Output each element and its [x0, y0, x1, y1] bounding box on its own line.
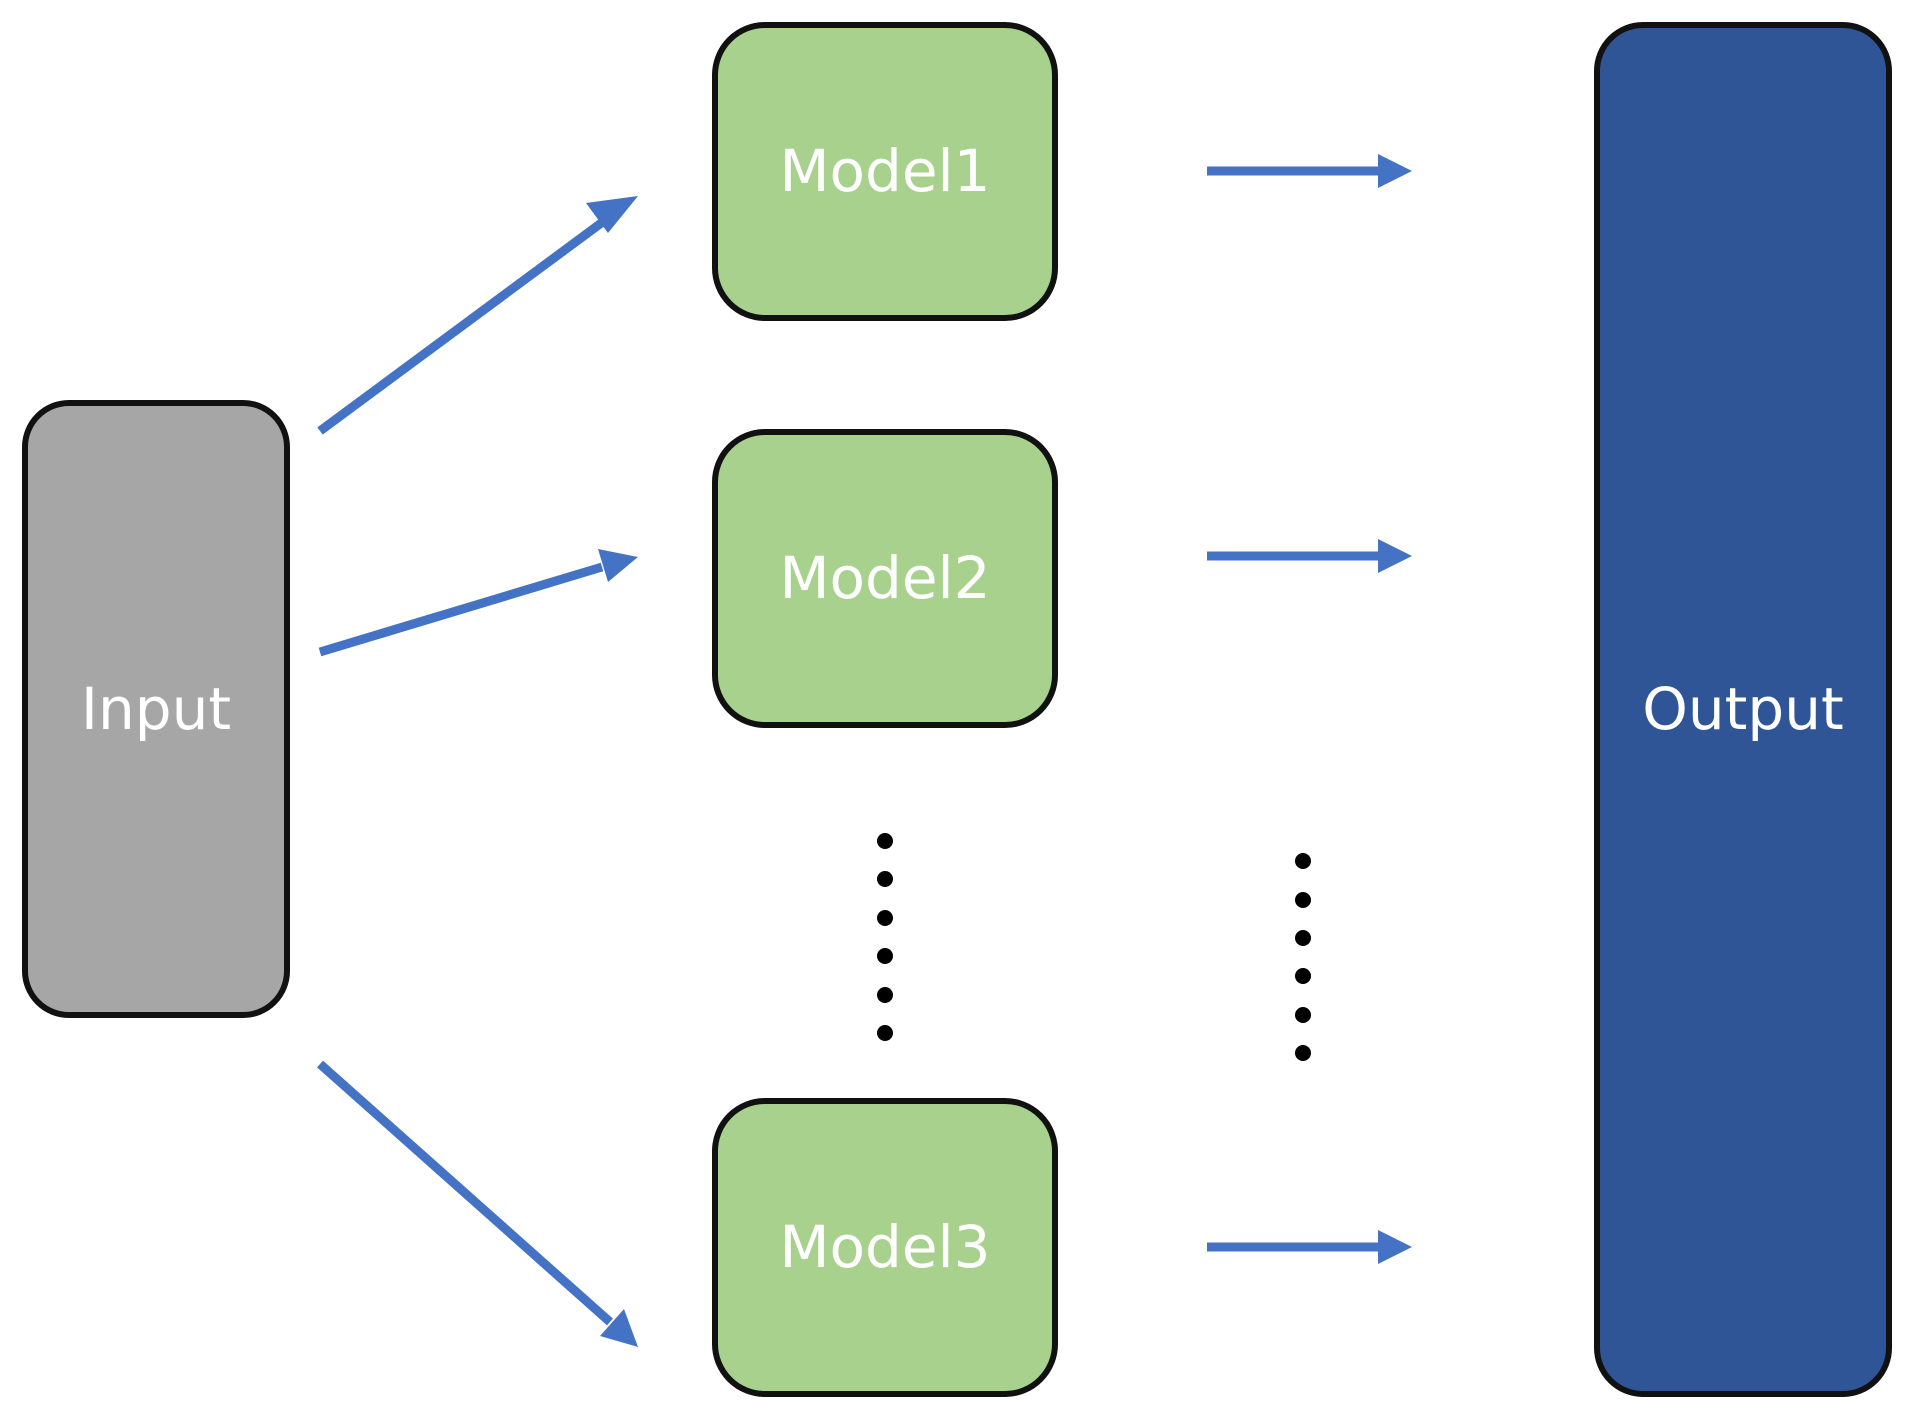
model3-label: Model3	[779, 1213, 990, 1281]
model1-node: Model1	[712, 22, 1058, 321]
input-to-model3-arrow	[317, 1060, 638, 1347]
input-node: Input	[22, 400, 290, 1018]
model1-box	[712, 22, 1058, 321]
ellipsis-dot	[1295, 1045, 1311, 1061]
input-box	[22, 400, 290, 1018]
model1-to-output-arrow	[1207, 154, 1412, 188]
model2-box	[712, 429, 1058, 728]
ellipsis-dot	[1295, 930, 1311, 946]
output-box	[1594, 22, 1892, 1397]
ellipsis-dot	[877, 1025, 893, 1041]
model3-box	[712, 1098, 1058, 1397]
model2-to-output-arrow	[1207, 539, 1412, 573]
model1-label: Model1	[779, 137, 990, 205]
model2-node: Model2	[712, 429, 1058, 728]
input-to-model2-arrow	[318, 549, 638, 657]
ellipsis-dot	[877, 948, 893, 964]
ellipsis-dot	[1295, 892, 1311, 908]
input-label: Input	[81, 675, 231, 743]
ellipsis-dot	[877, 833, 893, 849]
arrows-ellipsis-dots	[1295, 853, 1311, 1061]
output-node: Output	[1594, 22, 1892, 1397]
ellipsis-dot	[877, 987, 893, 1003]
model2-label: Model2	[779, 544, 990, 612]
ellipsis-dot	[1295, 968, 1311, 984]
ellipsis-dot	[1295, 853, 1311, 869]
model3-node: Model3	[712, 1098, 1058, 1397]
models-ellipsis-dots	[877, 833, 893, 1041]
input-to-model1-arrow	[317, 196, 638, 435]
ellipsis-dot	[877, 871, 893, 887]
ellipsis-dot	[877, 910, 893, 926]
ellipsis-dot	[1295, 1007, 1311, 1023]
output-label: Output	[1642, 675, 1843, 743]
model3-to-output-arrow	[1207, 1230, 1412, 1264]
